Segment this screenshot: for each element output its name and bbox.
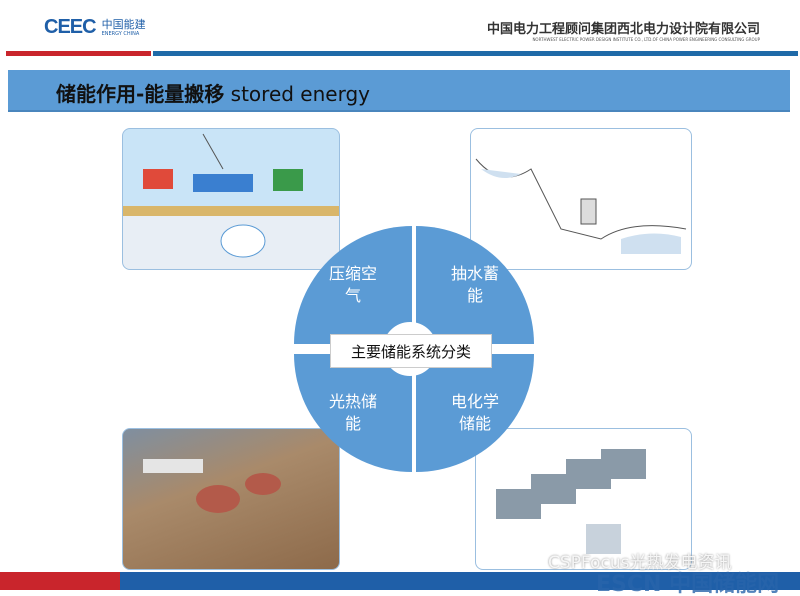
quadrant-label: 能 <box>466 286 483 305</box>
quadrant-pumped-hydro: 抽水蓄能 <box>416 226 534 344</box>
logo-cn: 中国能建 <box>101 17 146 31</box>
pumped-hydro-image <box>470 128 692 270</box>
org-name-cn: 中国电力工程顾问集团西北电力设计院有限公司 <box>486 22 760 37</box>
quadrant-label: 储能 <box>458 414 491 433</box>
title-en: stored energy <box>230 82 370 106</box>
quadrant-label: 气 <box>344 286 361 305</box>
solar-thermal-image <box>122 428 340 570</box>
electrochemical-image <box>475 428 692 570</box>
logo-en: ENERGY CHINA <box>101 30 140 37</box>
logo-mark: CEEC <box>44 16 97 38</box>
center-label: 主要储能系统分类 <box>330 334 492 368</box>
compressed-air-image <box>122 128 340 270</box>
slide-title: 储能作用-能量搬移 stored energy <box>56 78 370 107</box>
quadrant-label: 能 <box>344 414 361 433</box>
quadrant-label: 抽水蓄 <box>450 264 499 283</box>
quadrant-label: 电化学 <box>450 392 499 411</box>
title-bar: 储能作用-能量搬移 stored energy <box>8 70 790 112</box>
quadrant-label: 压缩空 <box>328 264 377 283</box>
header-divider-red <box>6 51 151 56</box>
header-divider-blue <box>153 51 798 56</box>
footer-bar-red <box>0 572 120 590</box>
organization: 中国电力工程顾问集团西北电力设计院有限公司 NORTHWEST ELECTRIC… <box>487 18 760 42</box>
title-cn: 储能作用-能量搬移 <box>56 82 225 106</box>
quadrant-label: 光热储 <box>328 392 377 411</box>
footer-bar-blue <box>0 572 800 590</box>
ceec-logo: CEEC 中国能建 ENERGY CHINA <box>44 16 146 39</box>
org-name-en: NORTHWEST ELECTRIC POWER DESIGN INSTITUT… <box>532 37 760 42</box>
watermark-cspfocus: CSPFocus光热发电资讯 <box>548 553 732 573</box>
watermark-escn: ESCN 中国储能网 <box>596 572 780 596</box>
